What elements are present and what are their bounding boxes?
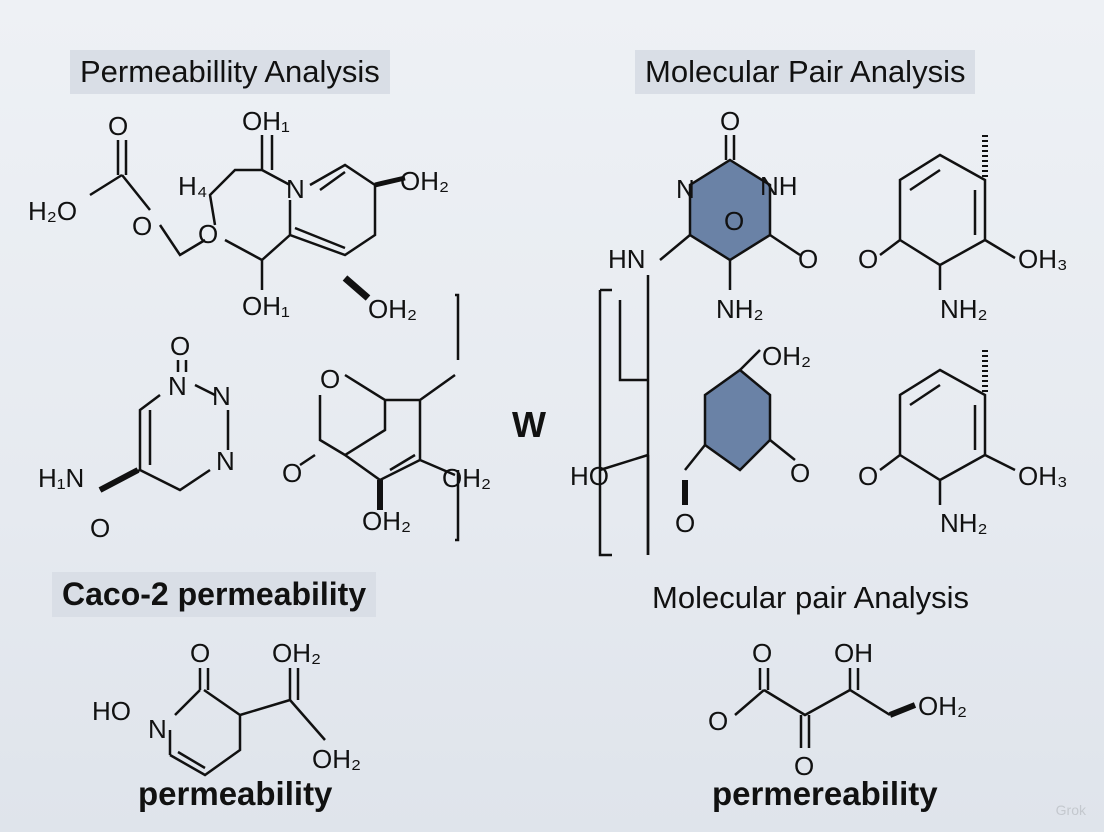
- atom-label: O: [724, 206, 744, 236]
- atom-label: OH₁: [242, 106, 290, 136]
- atom-label: NH₂: [940, 508, 988, 538]
- atom-label: OH₂: [762, 341, 811, 371]
- atom-label: OH₃: [1018, 244, 1068, 274]
- caption-permeability: permeability: [138, 775, 333, 812]
- atom-label: N: [212, 381, 231, 411]
- atom-label: N: [168, 371, 187, 401]
- atom-label: N: [148, 714, 167, 744]
- header-molecular-pair-analysis-2: Molecular pair Analysis: [652, 580, 970, 615]
- atom-label: N: [676, 174, 695, 204]
- atom-label: O: [170, 331, 190, 361]
- atom-label: OH₂: [272, 638, 321, 668]
- atom-label: H₄: [178, 171, 207, 201]
- caption-permereability: permereability: [712, 775, 938, 812]
- atom-label: H₂O: [28, 196, 77, 226]
- atom-label: N: [216, 446, 235, 476]
- atom-label: OH₃: [1018, 461, 1068, 491]
- molecule-bottom-right: [734, 668, 917, 748]
- atom-label: O: [790, 458, 810, 488]
- atom-label: O: [108, 111, 128, 141]
- atom-label: HN: [608, 244, 646, 274]
- atom-label: OH: [834, 638, 873, 668]
- atom-label: HO: [570, 461, 609, 491]
- atom-label: O: [858, 461, 878, 491]
- atom-label: O: [90, 513, 110, 543]
- atom-label: O: [675, 508, 695, 538]
- atom-label: OH₂: [368, 294, 417, 324]
- molecule-bottom-left: [168, 668, 326, 777]
- atom-label: O: [752, 638, 772, 668]
- molecule-top-left: [89, 135, 460, 542]
- atom-label: O: [708, 706, 728, 736]
- header-caco2-permeability: Caco-2 permeability: [52, 572, 377, 617]
- atom-label: O: [132, 211, 152, 241]
- atom-label: OH₂: [442, 463, 491, 493]
- atom-label: NH₂: [716, 294, 764, 324]
- atom-label: O: [320, 364, 340, 394]
- header-molecular-pair-analysis: Molecular Pair Analysis: [635, 50, 976, 94]
- atom-label: OH₂: [400, 166, 449, 196]
- molecule-top-right: [598, 135, 1016, 557]
- atom-label: OH₂: [312, 744, 361, 774]
- atom-label: N: [286, 174, 305, 204]
- atom-labels: O OH₁ H₂O H₄ N OH₂ O O OH₁ OH₂ O N N N H…: [28, 106, 1068, 781]
- molecule-middle-right: [599, 300, 1016, 555]
- atom-label: O: [720, 106, 740, 136]
- atom-label: O: [798, 244, 818, 274]
- grok-logo: Grok: [1055, 802, 1086, 818]
- atom-label: OH₁: [242, 291, 290, 321]
- atom-label: O: [198, 219, 218, 249]
- atom-label: O: [190, 638, 210, 668]
- atom-label: OH₂: [918, 691, 967, 721]
- atom-label: O: [858, 244, 878, 274]
- atom-label: H₁N: [38, 463, 84, 493]
- atom-label: O: [282, 458, 302, 488]
- molecule-middle-left: [98, 360, 456, 510]
- center-letter: W: [512, 404, 546, 445]
- atom-label: HO: [92, 696, 131, 726]
- atom-label: NH₂: [940, 294, 988, 324]
- atom-label: NH: [760, 171, 798, 201]
- atom-label: OH₂: [362, 506, 411, 536]
- header-permeability-analysis: Permeabillity Analysis: [70, 50, 390, 94]
- atom-label: O: [794, 751, 814, 781]
